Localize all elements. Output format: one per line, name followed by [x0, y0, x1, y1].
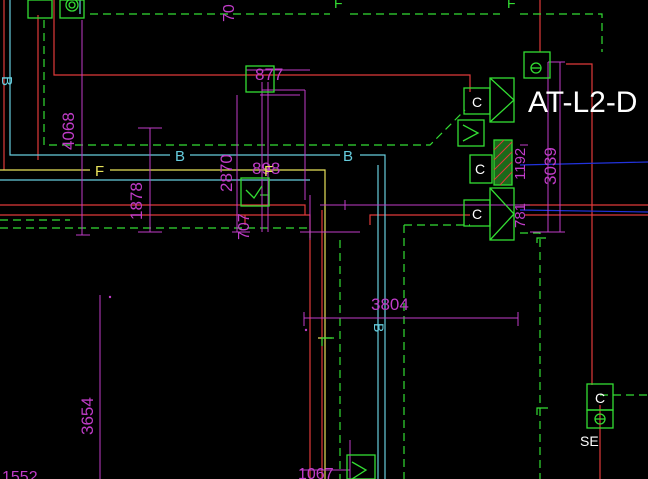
yellow-linework [0, 169, 332, 479]
dimension-texts: 4068 1878 2870 877 898 707 1192 3039 781… [2, 4, 560, 479]
dim-781: 781 [512, 203, 529, 228]
dim-1552: 1552 [2, 469, 38, 479]
duct-label-b-4: B [371, 323, 387, 332]
c-symbol-2: C [475, 161, 485, 177]
equipment-tag: AT-L2-D [528, 86, 637, 119]
marker-dots [108, 295, 308, 332]
dim-2870: 2870 [217, 154, 236, 192]
hatched-panel [493, 139, 513, 186]
se-label: SE [580, 433, 599, 449]
duct-label-b-1: B [175, 148, 185, 165]
duct-label-f-1: F [95, 163, 104, 180]
c-symbol-3: C [472, 206, 482, 222]
duct-label-f-3: F [334, 0, 343, 11]
c-symbol-1: C [472, 94, 482, 110]
blue-linework [519, 161, 648, 213]
c-symbols: C C C C [472, 94, 605, 406]
dim-1192: 1192 [512, 148, 529, 180]
duct-f-green-labels: F F [334, 0, 516, 11]
duct-label-b-3: B [0, 76, 15, 86]
equipment-symbols [27, 0, 614, 479]
c-symbol-4: C [595, 390, 605, 406]
dim-3804: 3804 [371, 295, 409, 314]
break-marks [321, 237, 548, 415]
dim-877: 877 [255, 65, 283, 84]
dim-898: 898 [252, 159, 280, 178]
duct-b-labels: B B B B [0, 76, 387, 332]
duct-label-b-2: B [343, 148, 353, 165]
green-dashed-linework [0, 13, 648, 479]
dim-3654: 3654 [78, 397, 97, 435]
dim-70: 70 [221, 4, 238, 22]
magenta-dimension-linework [76, 20, 565, 479]
duct-label-f-4: F [507, 0, 516, 11]
dim-1878: 1878 [127, 182, 146, 220]
duct-f-labels: F F [95, 163, 273, 180]
dim-4068: 4068 [59, 112, 78, 150]
dim-3039: 3039 [541, 147, 560, 185]
duct-label-f-2: F [264, 163, 273, 180]
cyan-linework [0, 0, 386, 479]
dim-707: 707 [236, 213, 253, 240]
dim-1067: 1067 [298, 466, 334, 479]
